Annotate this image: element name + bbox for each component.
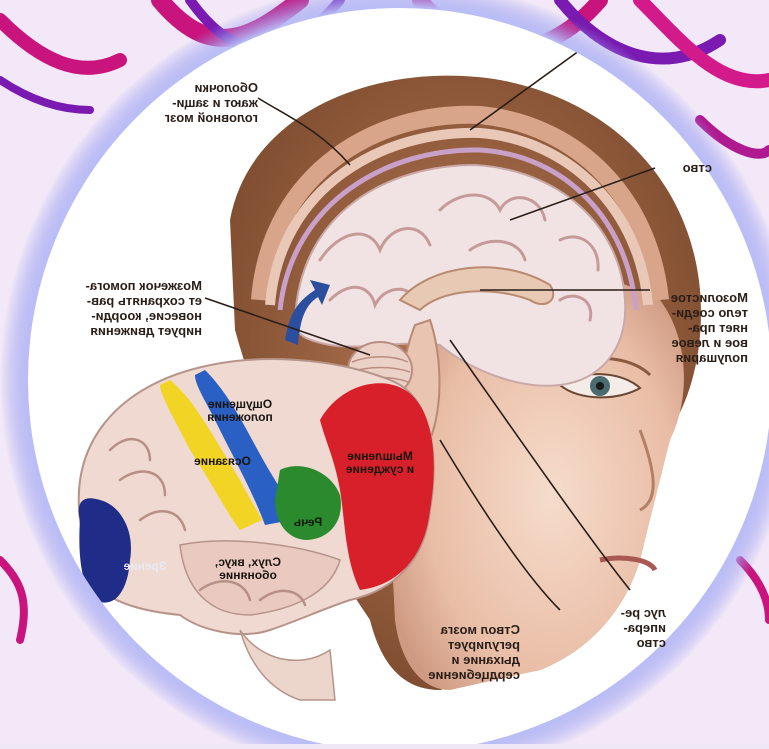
- lobe-label-touch: Осязание: [190, 455, 255, 468]
- label-brainstem: Ствол мозга регулирует дыхание и сердцеб…: [410, 622, 520, 682]
- lobe-label-thinking: Мышление и суждение: [340, 450, 420, 476]
- label-corpus-callosum: Мозолистое тело соеди- няет пра- вое и л…: [648, 290, 748, 365]
- label-cortex: ство: [652, 160, 712, 175]
- label-meninges: Оболочки жают и защи- головной мозг: [128, 80, 258, 125]
- lobe-label-speech: Речь: [288, 516, 328, 529]
- lobe-label-motor: Ощущение положения: [205, 398, 275, 424]
- lobe-label-vision: Зрение: [120, 560, 170, 573]
- label-cerebellum: Мозжечок помога- ет сохранять рав- новес…: [32, 278, 202, 338]
- label-hypothalamus: лус ре- ипера- ство: [596, 605, 666, 650]
- lobe-label-hearing: Слух, вкус, обоняние: [198, 556, 298, 582]
